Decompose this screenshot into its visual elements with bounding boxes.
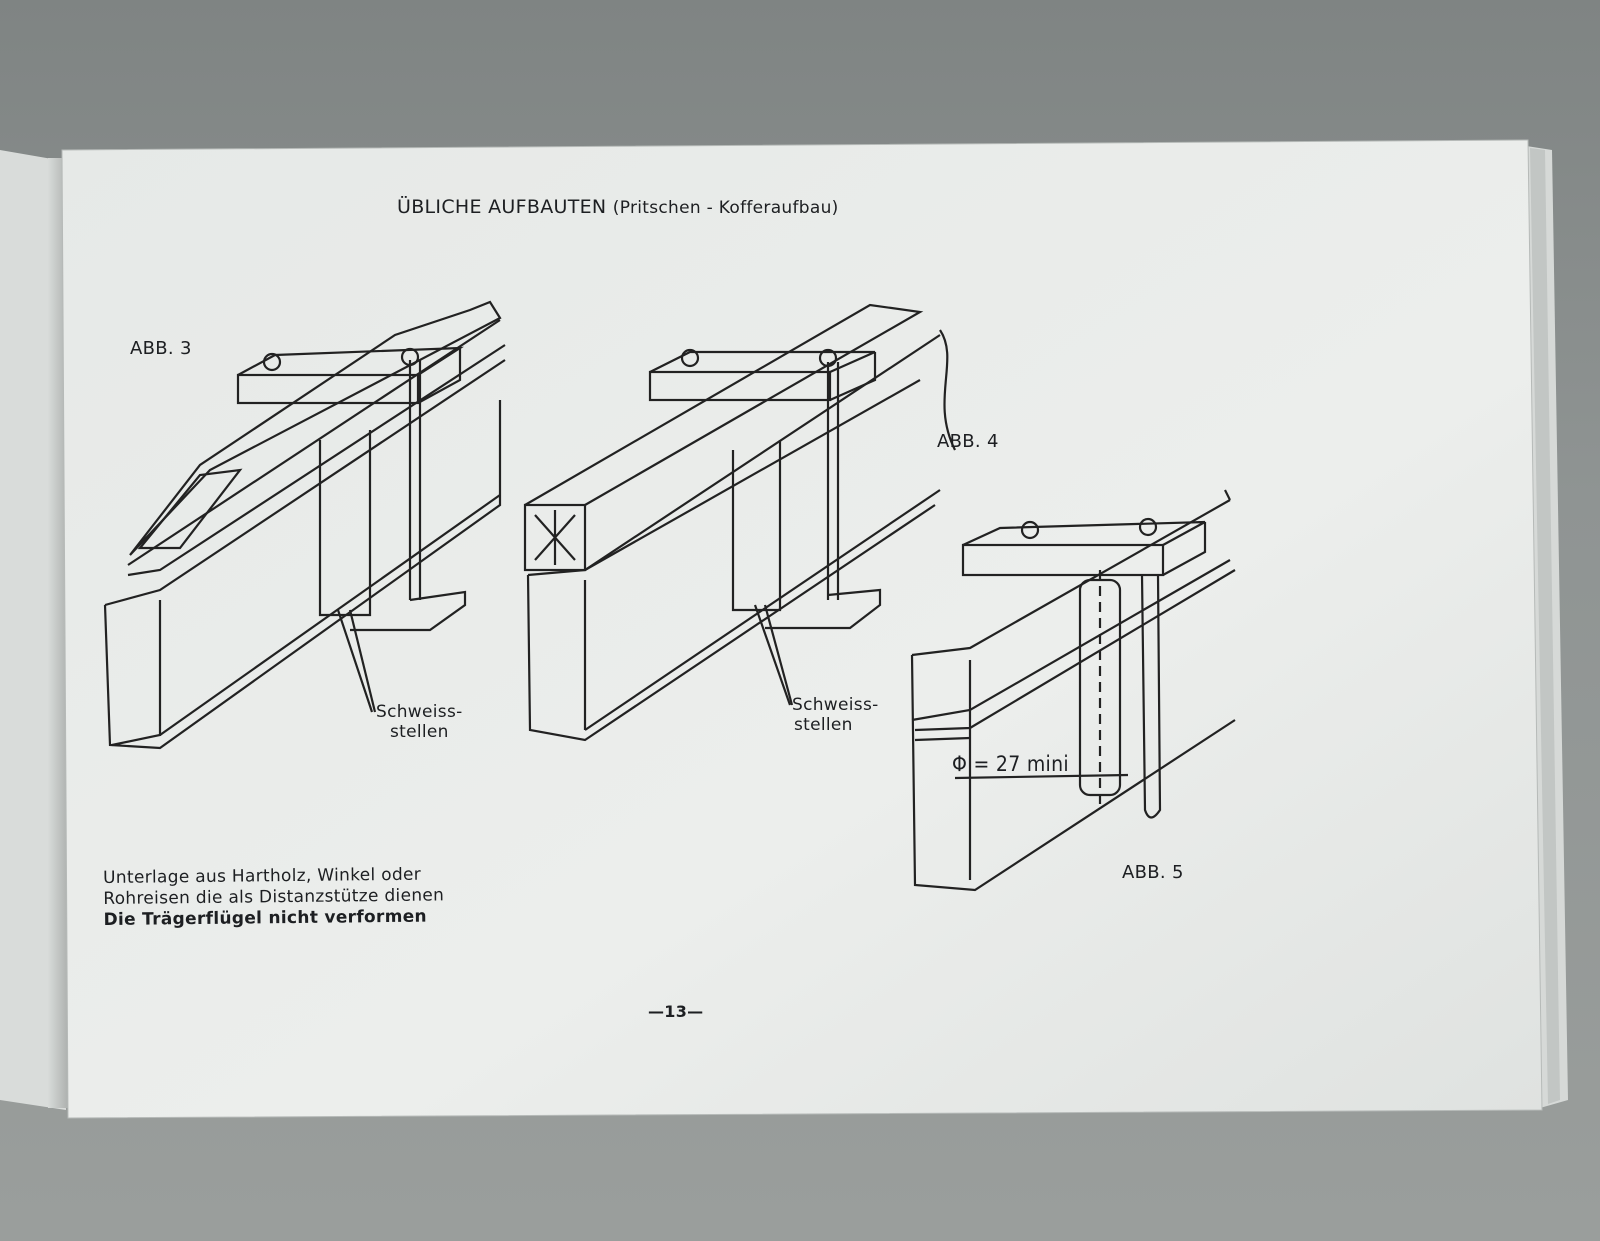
- weld-label-abb-3: Schweiss- stellen: [376, 702, 463, 742]
- figure-abb-4-drawing: [523, 303, 956, 742]
- figure-abb-5-drawing: [910, 489, 1236, 892]
- diameter-dimension: Φ = 27 mini: [952, 752, 1069, 776]
- weld-label-line1: Schweiss-: [792, 695, 879, 715]
- caption: Unterlage aus Hartholz, Winkel oder Rohr…: [103, 864, 445, 931]
- page-title: ÜBLICHE AUFBAUTEN (Pritschen - Kofferauf…: [397, 196, 839, 218]
- weld-label-line1: Schweiss-: [376, 702, 463, 722]
- figure-label-abb-3: ABB. 3: [130, 338, 192, 359]
- weld-label-abb-4: Schweiss- stellen: [792, 695, 879, 735]
- weld-label-line2: stellen: [390, 722, 449, 742]
- page-number: —13—: [648, 1002, 704, 1021]
- figure-label-abb-4: ABB. 4: [937, 431, 999, 452]
- caption-line-3: Die Trägerflügel nicht verformen: [103, 906, 428, 930]
- figure-abb-3-drawing: [103, 300, 506, 750]
- title-main: ÜBLICHE AUFBAUTEN: [397, 196, 607, 218]
- title-subtitle: (Pritschen - Kofferaufbau): [612, 198, 839, 218]
- figure-label-abb-5: ABB. 5: [1122, 862, 1184, 883]
- weld-label-line2: stellen: [794, 715, 853, 735]
